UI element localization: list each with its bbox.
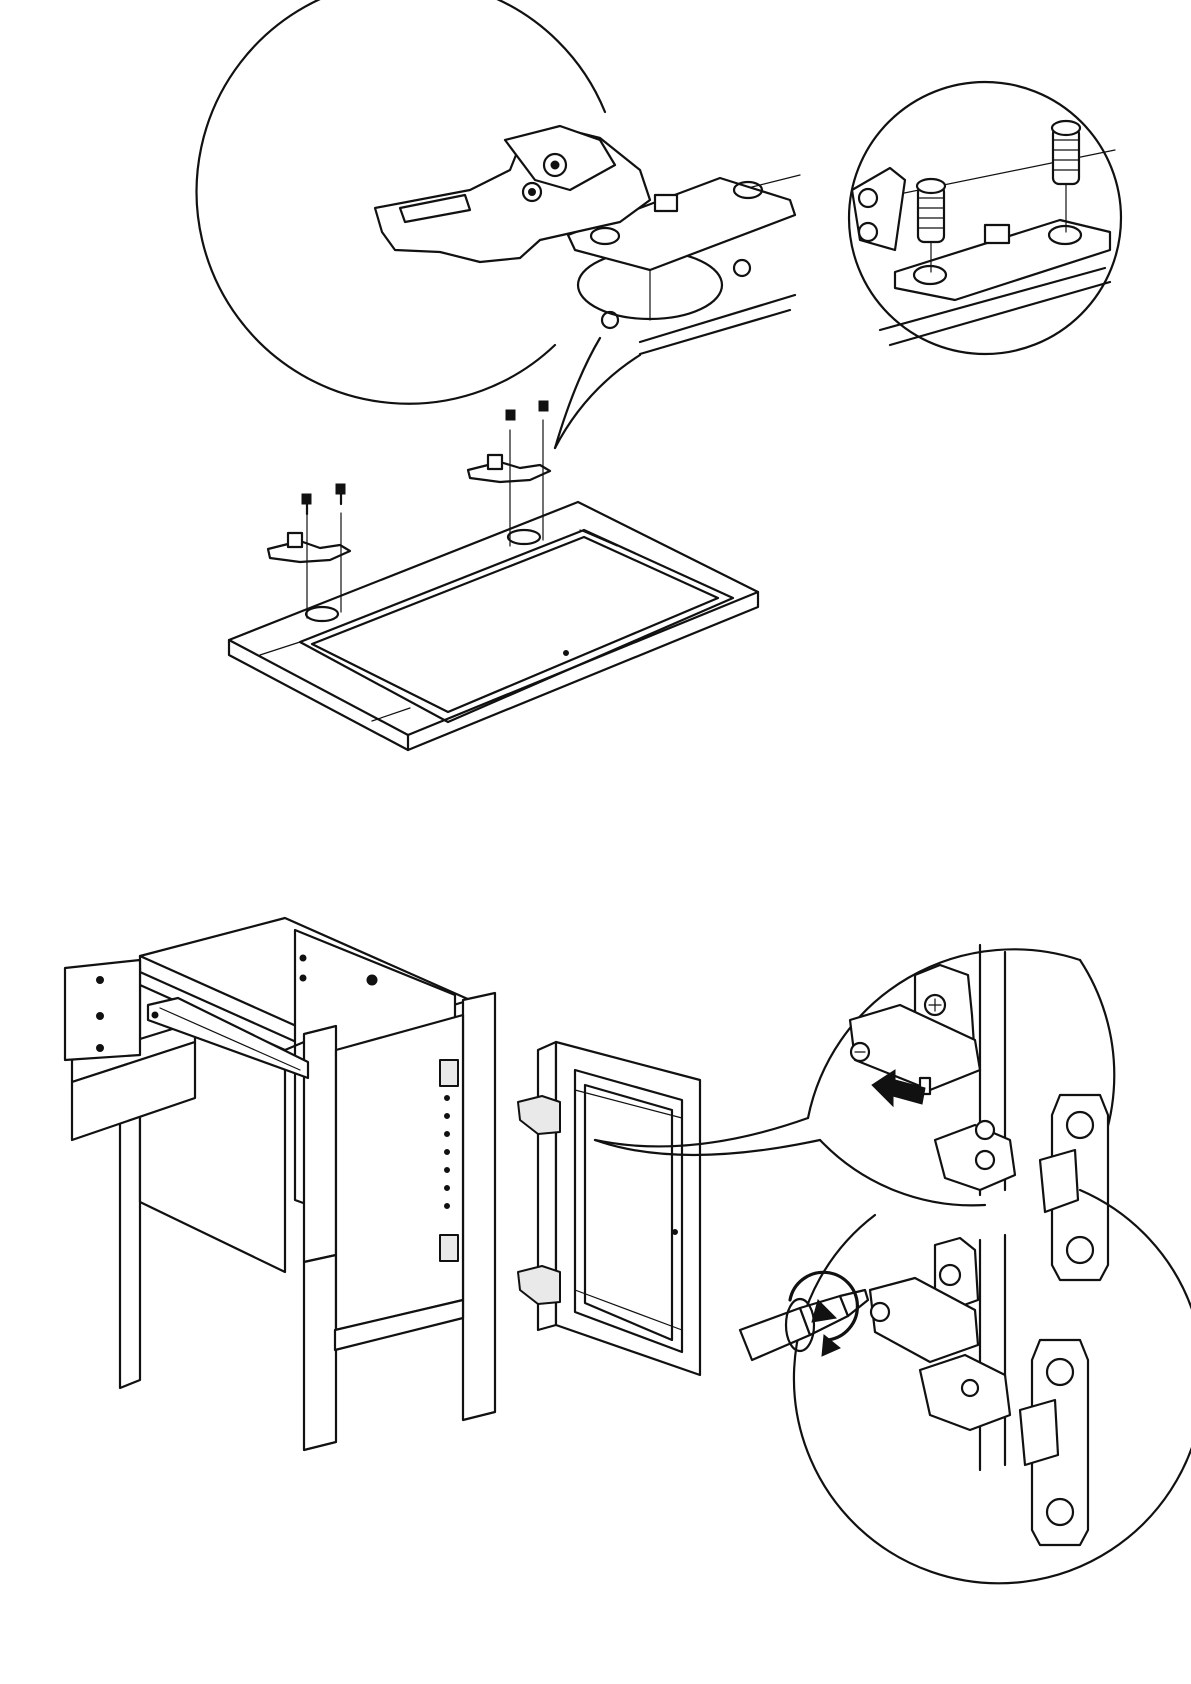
- top-step: [197, 0, 1121, 750]
- zoom-detail-clip-on: [808, 945, 1114, 1280]
- screw-icon: [302, 484, 345, 514]
- door-icon: [538, 1042, 700, 1375]
- screw-icon: [1052, 121, 1080, 232]
- zoom-detail-adjust: [740, 1190, 1191, 1583]
- cabinet-frame-icon: [65, 918, 495, 1450]
- zoom-detail-screws: [849, 82, 1121, 354]
- screwdriver-icon: [740, 1290, 868, 1360]
- callout-pointer: [555, 355, 640, 448]
- door-panel-icon: [229, 502, 758, 750]
- screw-icon: [506, 401, 548, 420]
- zoom-detail-hinge: [197, 0, 800, 404]
- bottom-step: [65, 918, 1191, 1583]
